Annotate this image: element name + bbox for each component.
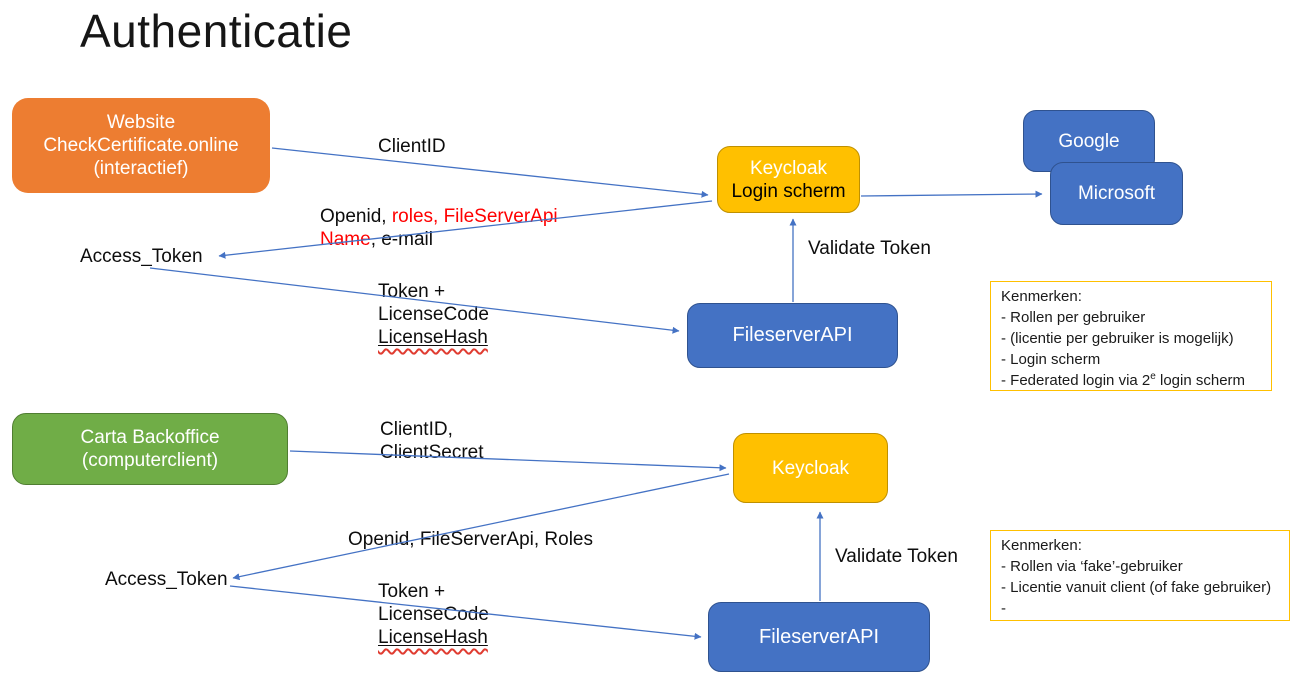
licensehash-text: LicenseHash <box>378 327 488 348</box>
fileserver1-node-label: FileserverAPI <box>732 324 853 346</box>
clientid-secret-label-2: ClientID, ClientSecret <box>380 418 484 464</box>
token2-line1: Token + <box>378 581 446 602</box>
kenmerken1-line: - Rollen per gebruiker <box>1001 309 1146 326</box>
openid1-red2: Name <box>320 229 371 250</box>
token1-line2: LicenseCode <box>378 304 489 325</box>
openid1-black2: , e-mail <box>370 229 433 250</box>
clientid2-line2: ClientSecret <box>380 442 484 463</box>
keycloak1-node-line1: Keycloak <box>749 157 828 179</box>
access-token-label-2: Access_Token <box>105 569 228 590</box>
website-node-line3: (interactief) <box>93 158 189 179</box>
keycloak-login-node: Keycloak Login scherm <box>717 146 860 213</box>
token2-line2: LicenseCode <box>378 604 489 625</box>
openid1-red1: roles, FileServerApi <box>391 206 558 227</box>
federated-suffix: login scherm <box>1155 372 1246 389</box>
federated-prefix: - Federated login via 2 <box>1001 372 1151 389</box>
openid1-line1: Openid, roles, FileServerApi <box>320 205 558 228</box>
licensehash-wavy-2: LicenseHash <box>378 627 488 648</box>
backoffice-node-line1: Carta Backoffice <box>80 427 220 448</box>
openid1-black1: Openid, <box>320 206 392 227</box>
keycloak2-node-label: Keycloak <box>771 457 850 479</box>
keycloak-node-2: Keycloak <box>733 433 888 503</box>
openid1-line2: Name, e-mail <box>320 228 558 251</box>
kenmerken2-line: - Rollen via ‘fake’-gebruiker <box>1001 558 1183 575</box>
kenmerken2-title: Kenmerken: <box>1001 537 1082 554</box>
clientid2-line1: ClientID, <box>380 419 453 440</box>
google-node-label: Google <box>1058 130 1120 152</box>
website-node-line2: CheckCertificate.online <box>43 135 239 156</box>
validate-token-label-1: Validate Token <box>808 238 931 259</box>
microsoft-node-label: Microsoft <box>1077 183 1156 204</box>
fileserverapi-node-2: FileserverAPI <box>708 602 930 672</box>
openid-scopes-label-1: Openid, roles, FileServerApi Name, e-mai… <box>320 205 558 251</box>
keycloak1-node-line2: Login scherm <box>731 180 846 202</box>
openid-return-arrow-2 <box>232 473 730 581</box>
kenmerken1-line: - (licentie per gebruiker is mogelijk) <box>1001 330 1234 347</box>
kenmerken2-line: - <box>1001 600 1006 617</box>
token-license-label-1: Token + LicenseCode LicenseHash <box>378 280 489 349</box>
kenmerken-note-1: Kenmerken: - Rollen per gebruiker - (lic… <box>990 281 1272 391</box>
website-checkcertificate-node: Website CheckCertificate.online (interac… <box>12 98 270 193</box>
google-idp-node: Google <box>1023 110 1155 172</box>
page-title: Authenticatie <box>80 5 353 57</box>
carta-backoffice-node: Carta Backoffice (computerclient) <box>12 413 288 485</box>
openid-scopes-label-2: Openid, FileServerApi, Roles <box>348 529 593 550</box>
website-node-line1: Website <box>106 112 176 133</box>
token2-line3: LicenseHash <box>378 626 489 649</box>
backoffice-node-line2: (computerclient) <box>81 450 219 471</box>
clientid-arrow-1 <box>271 147 709 198</box>
clientid-secret-arrow-2 <box>289 450 727 472</box>
keycloak-to-microsoft-arrow <box>860 190 1043 198</box>
kenmerken-note-2: Kenmerken: - Rollen via ‘fake’-gebruiker… <box>990 530 1290 621</box>
fileserver2-node-label: FileserverAPI <box>758 625 880 648</box>
kenmerken2-line: - Licentie vanuit client (of fake gebrui… <box>1001 579 1272 596</box>
token1-line3: LicenseHash <box>378 326 489 349</box>
kenmerken1-line: - Login scherm <box>1001 351 1101 368</box>
licensehash-wavy: LicenseHash <box>378 327 488 348</box>
access-token-label-1: Access_Token <box>80 246 203 267</box>
microsoft-idp-node: Microsoft <box>1050 162 1183 225</box>
validate-token-label-2: Validate Token <box>835 546 958 567</box>
token-license-label-2: Token + LicenseCode LicenseHash <box>378 580 489 649</box>
token1-line1: Token + <box>378 281 446 302</box>
federated-superscript: e <box>1150 371 1156 382</box>
kenmerken1-title: Kenmerken: <box>1001 288 1082 305</box>
fileserverapi-node-1: FileserverAPI <box>687 303 898 368</box>
clientid-label-1: ClientID <box>378 136 446 157</box>
kenmerken1-line-federated: - Federated login via 2e login scherm <box>1001 370 1261 391</box>
licensehash-text-2: LicenseHash <box>378 627 488 648</box>
